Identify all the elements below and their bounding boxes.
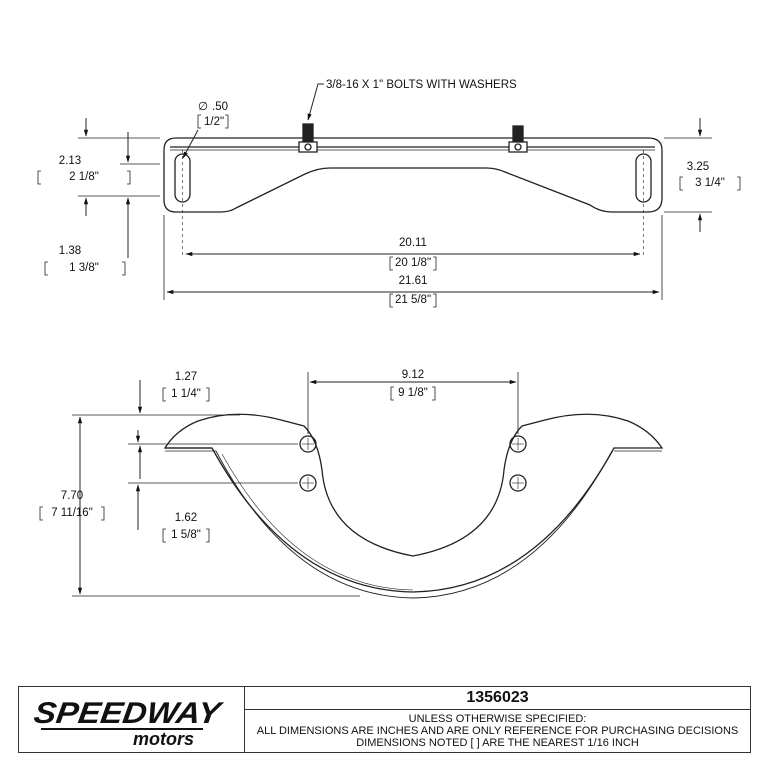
bolt-callout: 3/8-16 X 1" BOLTS WITH WASHERS xyxy=(326,79,517,91)
hole-dia-symbol: ∅ xyxy=(198,101,208,113)
bolt-right xyxy=(508,125,528,153)
front-holes xyxy=(299,435,527,492)
dim-1-27-decimal: 1.27 xyxy=(175,371,197,383)
front-view-outline xyxy=(163,413,664,593)
dim-7-70-fraction: 7 11/16" xyxy=(51,507,93,519)
spec-line-2: ALL DIMENSIONS ARE INCHES AND ARE ONLY R… xyxy=(256,725,739,737)
dim-21-61-decimal: 21.61 xyxy=(399,275,428,287)
dim-1-38-decimal: 1.38 xyxy=(59,245,81,257)
right-slot xyxy=(635,153,652,203)
spec-line-1: UNLESS OTHERWISE SPECIFIED: xyxy=(408,713,587,725)
dim-1-27-fraction: 1 1/4" xyxy=(171,388,201,400)
dim-9-12-decimal: 9.12 xyxy=(402,369,424,381)
dim-2-13-fraction: 2 1/8" xyxy=(69,171,99,183)
dim-1-62-decimal: 1.62 xyxy=(175,512,197,524)
dim-21-61-fraction: 21 5/8" xyxy=(395,294,431,306)
dim-2-13-decimal: 2.13 xyxy=(59,155,81,167)
dim-7-70-decimal: 7.70 xyxy=(61,490,83,502)
bolt-left xyxy=(298,123,318,153)
dim-20-11-fraction: 20 1/8" xyxy=(395,257,431,269)
hole-lower-left xyxy=(299,474,317,492)
speedway-motors-logo: SPEEDWAY motors xyxy=(33,697,226,749)
hole-dia-fraction: 1/2" xyxy=(204,116,224,128)
logo-motors-text: motors xyxy=(133,729,194,749)
info-cell: 1356023 UNLESS OTHERWISE SPECIFIED: ALL … xyxy=(245,687,750,752)
spec-line-3: DIMENSIONS NOTED [ ] ARE THE NEAREST 1/1… xyxy=(356,737,639,749)
dim-1-62-fraction: 1 5/8" xyxy=(171,529,201,541)
dim-3-25-fraction: 3 1/4" xyxy=(695,177,725,189)
logo-speedway-text: SPEEDWAY xyxy=(33,697,226,730)
hole-upper-left xyxy=(299,435,317,453)
dim-20-11-decimal: 20.11 xyxy=(399,237,427,249)
left-slot xyxy=(174,153,191,203)
title-block: SPEEDWAY motors 1356023 UNLESS OTHERWISE… xyxy=(18,686,751,753)
dim-3-25-decimal: 3.25 xyxy=(687,161,709,173)
dim-1-38-fraction: 1 3/8" xyxy=(69,262,99,274)
front-view xyxy=(72,372,664,599)
hole-dia-decimal: .50 xyxy=(212,101,228,113)
part-number: 1356023 xyxy=(245,687,750,710)
top-view-outline xyxy=(163,137,663,213)
hole-upper-right xyxy=(509,435,527,453)
hole-lower-right xyxy=(509,474,527,492)
logo-cell: SPEEDWAY motors xyxy=(19,687,245,752)
top-view xyxy=(78,83,712,300)
dim-9-12-fraction: 9 1/8" xyxy=(398,387,428,399)
